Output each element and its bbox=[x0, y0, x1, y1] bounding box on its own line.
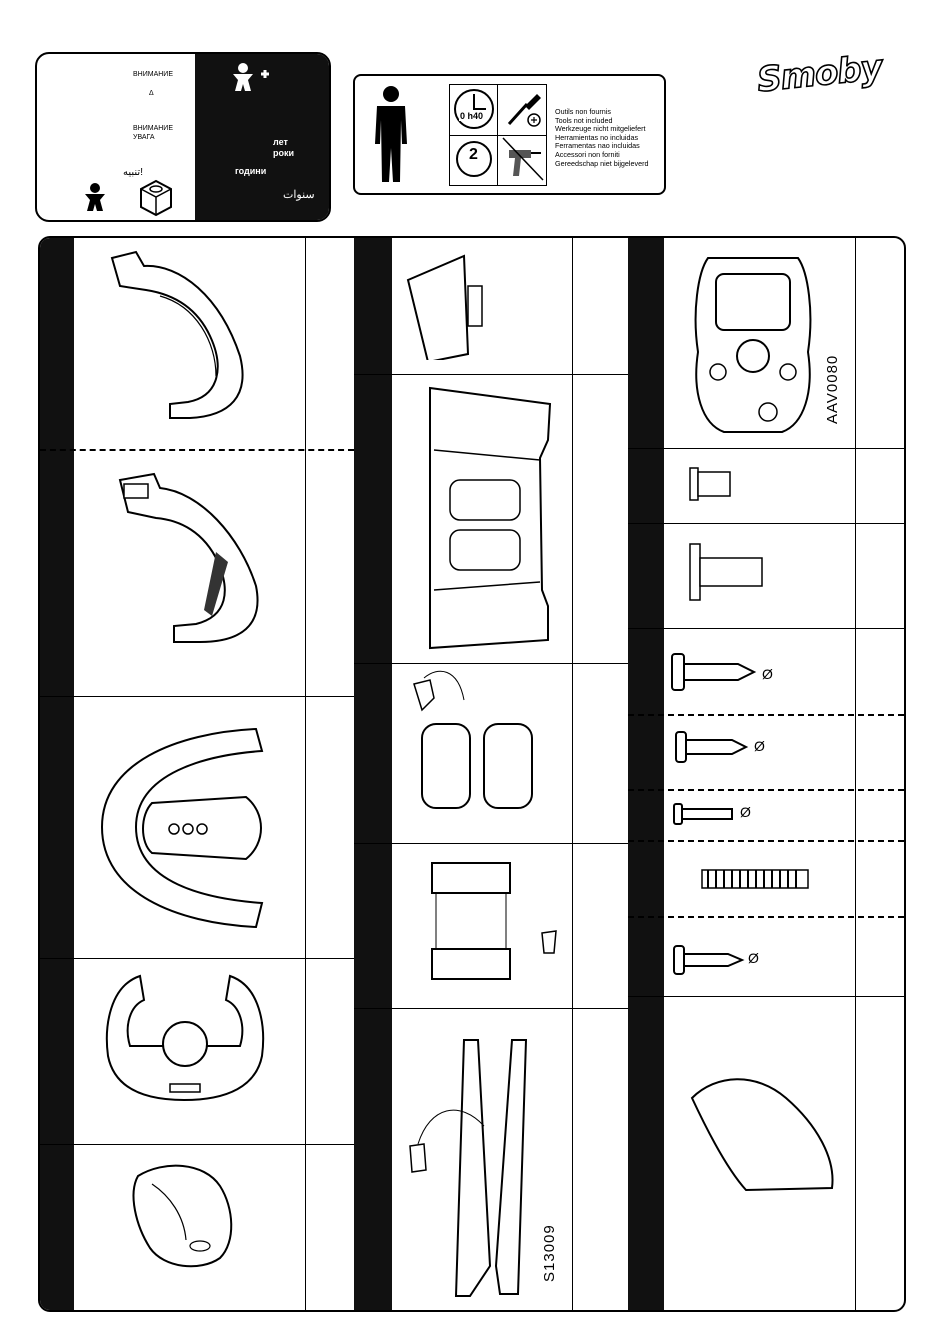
screw-short-diameter: Ø bbox=[748, 950, 759, 966]
adults-count: 2 bbox=[469, 146, 478, 164]
age-label-ru: лет bbox=[273, 137, 288, 147]
part-steering-wheel bbox=[100, 966, 270, 1106]
part-pedals bbox=[408, 670, 548, 810]
age-label-ar: سنوات bbox=[283, 188, 315, 201]
part-screw-short bbox=[670, 942, 750, 978]
small-parts-nut-icon bbox=[133, 177, 179, 217]
warning-text-gr: Δ bbox=[149, 89, 154, 98]
part-screw-long bbox=[668, 650, 758, 694]
part-plastic-plug bbox=[686, 462, 736, 506]
part-footrest-base bbox=[420, 380, 560, 650]
part-axle-pin bbox=[672, 800, 736, 830]
part-handlebar-right bbox=[100, 466, 270, 656]
age-label-ua: роки bbox=[273, 148, 294, 158]
screwdriver-icon bbox=[501, 86, 545, 132]
warning-text-ua: УВАГА bbox=[133, 133, 155, 142]
adult-figure-icon bbox=[371, 84, 411, 184]
part-front-fender bbox=[686, 1068, 846, 1198]
age-label-bg: години bbox=[235, 166, 266, 176]
warning-dark-panel: лет роки години سنوات bbox=[195, 54, 329, 220]
no-drill-icon bbox=[501, 136, 545, 182]
smoby-logo: Smoby bbox=[755, 48, 883, 101]
part-front-body bbox=[96, 723, 276, 933]
warning-panel: ВНИМАНИЕ Δ ВНИМАНИЕ УВАГА تنبيه! лет рок… bbox=[35, 52, 331, 222]
axle-pin-diameter: Ø bbox=[740, 804, 751, 820]
electronic-part-code: AAV0080 bbox=[824, 355, 841, 424]
clock-icon bbox=[452, 86, 496, 132]
tools-line-nl: Gereedschap niet bijgeleverd bbox=[555, 160, 649, 169]
screw-medium-diameter: Ø bbox=[754, 738, 765, 754]
part-handlebar-left bbox=[100, 246, 260, 436]
child-icon bbox=[82, 182, 108, 212]
part-battery-cover bbox=[404, 250, 494, 360]
part-spring bbox=[700, 866, 810, 892]
assembly-time: 0 h40 bbox=[459, 111, 484, 121]
part-foot-brackets bbox=[392, 853, 572, 1003]
leg-part-code: S13009 bbox=[541, 1224, 558, 1282]
part-number-strip-col1 bbox=[40, 238, 74, 1310]
child-plus-icon bbox=[231, 62, 273, 92]
part-wheel-cap bbox=[686, 538, 766, 608]
part-seat bbox=[124, 1156, 244, 1276]
screw-long-diameter: Ø bbox=[762, 666, 773, 682]
parts-list-frame: AAV0080 Ø Ø Ø Ø bbox=[38, 236, 906, 1312]
warning-text-ru: ВНИМАНИЕ bbox=[133, 70, 173, 79]
part-number-strip-col3 bbox=[628, 238, 664, 1310]
part-number-strip-col2 bbox=[354, 238, 392, 1310]
part-electronic-dashboard bbox=[688, 252, 818, 438]
tools-panel: 0 h40 2 Outils non fournis Tools not inc… bbox=[353, 74, 666, 195]
part-screw-medium bbox=[672, 728, 752, 768]
tools-not-included-list: Outils non fournis Tools not included We… bbox=[555, 108, 649, 168]
warning-text-bg: ВНИМАНИЕ bbox=[133, 124, 173, 133]
